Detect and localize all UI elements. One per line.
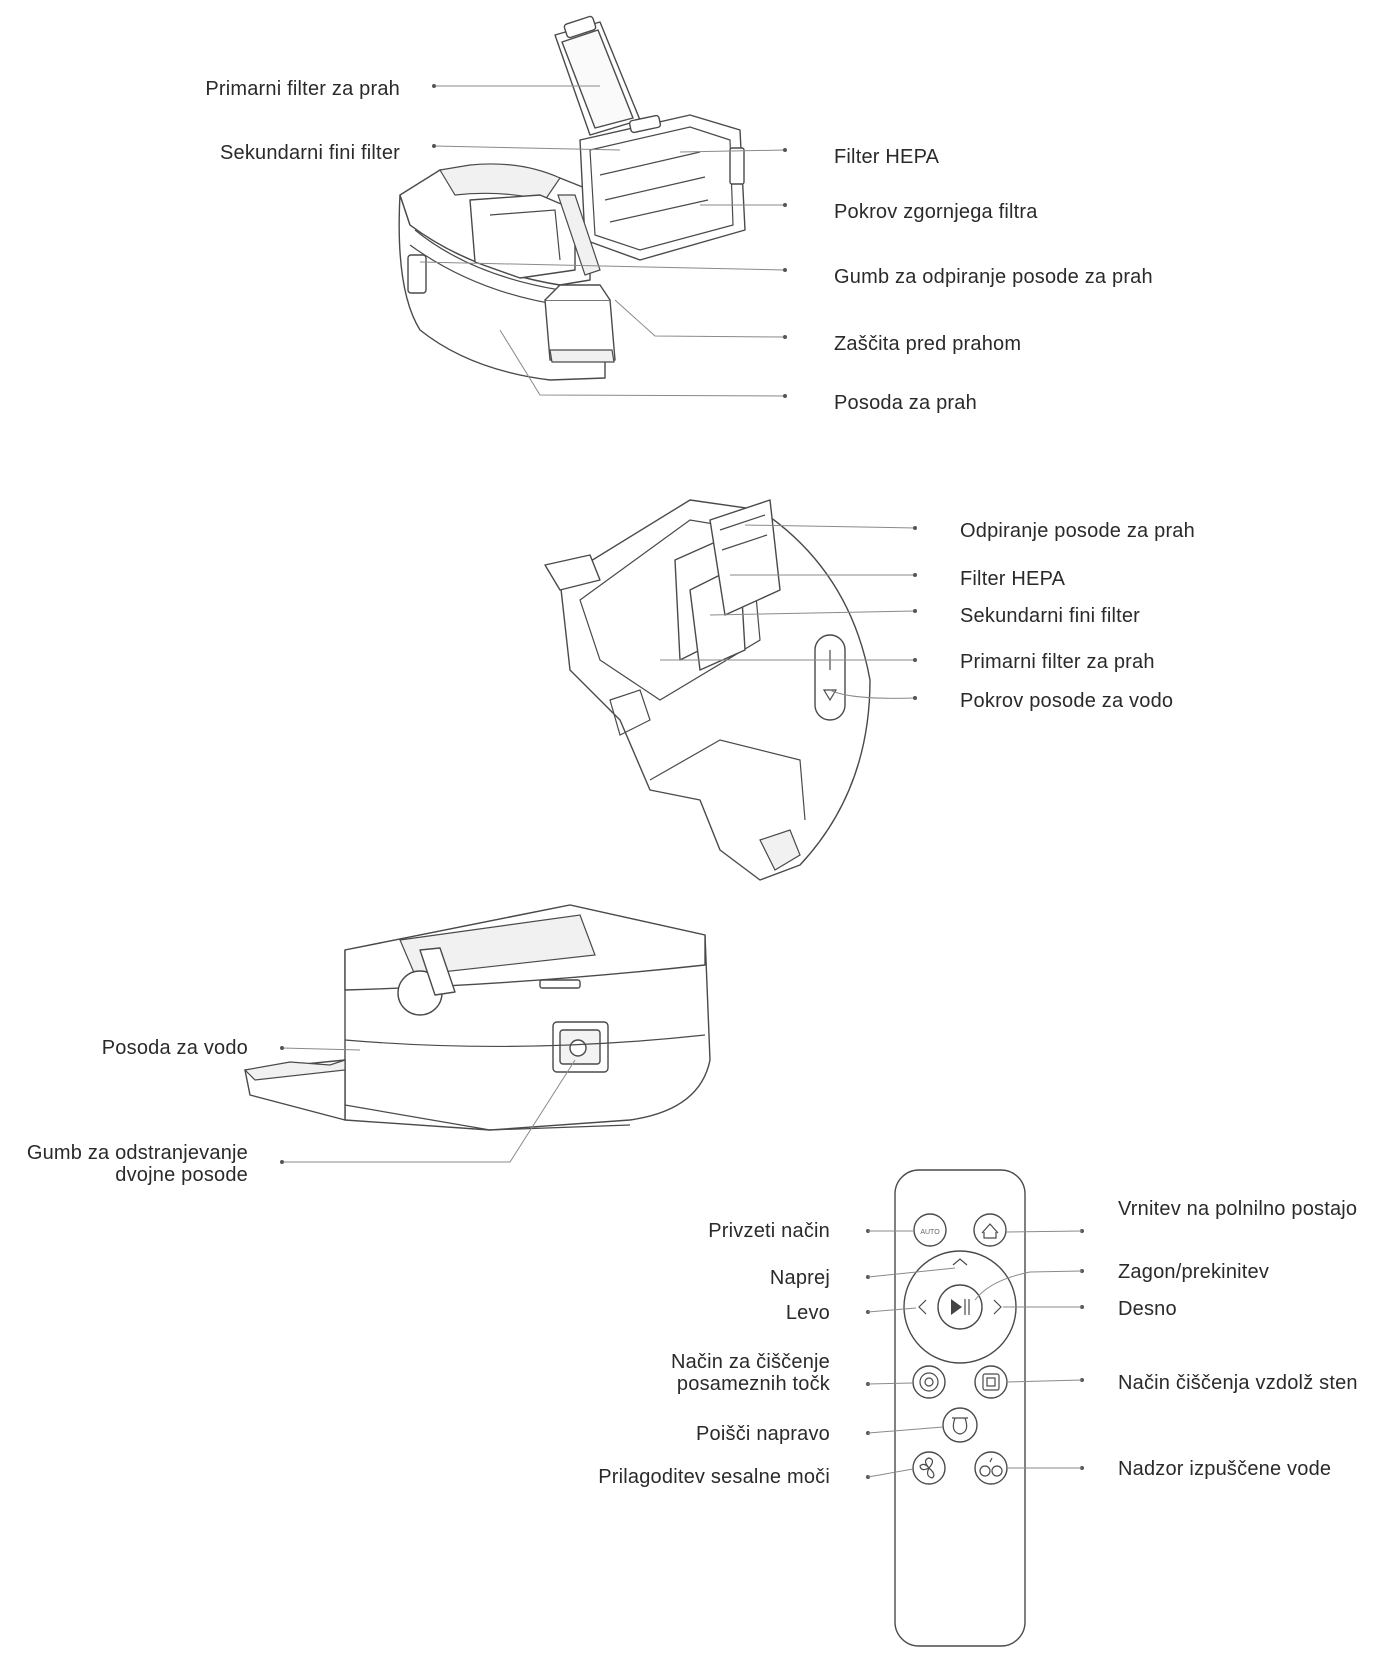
label-edge-mode: Način čiščenja vzdolž sten <box>1118 1372 1358 1394</box>
label-bin-open-button: Gumb za odpiranje posode za prah <box>834 266 1153 288</box>
label-forward: Naprej <box>770 1267 830 1289</box>
label-primary-filter-1: Primarni filter za prah <box>205 78 400 100</box>
label-primary-filter-2: Primarni filter za prah <box>960 651 1155 673</box>
label-secondary-filter-2: Sekundarni fini filter <box>960 605 1140 627</box>
label-dust-guard: Zaščita pred prahom <box>834 333 1021 355</box>
auto-button-text: AUTO <box>920 1229 940 1236</box>
label-dual-bin-release-line2: dvojne posode <box>115 1164 248 1186</box>
label-water-tank: Posoda za vodo <box>102 1037 248 1059</box>
label-hepa-filter-1: Filter HEPA <box>834 146 939 168</box>
robot-water-tank-illustration <box>245 905 710 1130</box>
robot-top-compartment-illustration <box>545 500 870 880</box>
label-left: Levo <box>786 1302 830 1324</box>
label-suction-power: Prilagoditev sesalne moči <box>598 1466 830 1488</box>
label-find-device: Poišči napravo <box>696 1423 830 1445</box>
label-secondary-filter-1: Sekundarni fini filter <box>220 142 400 164</box>
label-right: Desno <box>1118 1298 1177 1320</box>
label-bin-opening: Odpiranje posode za prah <box>960 520 1195 542</box>
label-default-mode: Privzeti način <box>708 1220 830 1242</box>
robot-open-bin-illustration <box>399 16 745 380</box>
label-water-control: Nadzor izpuščene vode <box>1118 1458 1331 1480</box>
label-start-pause: Zagon/prekinitev <box>1118 1261 1269 1283</box>
home-button-graphic <box>974 1214 1006 1246</box>
label-return-to-dock: Vrnitev na polnilno postajo <box>1118 1198 1357 1220</box>
label-spot-mode-line1: Način za čiščenje <box>671 1351 830 1373</box>
label-dual-bin-release-line1: Gumb za odstranjevanje <box>27 1142 248 1164</box>
label-spot-mode-line2: posameznih točk <box>677 1373 830 1395</box>
remote-control-illustration: AUTO <box>895 1170 1025 1646</box>
label-hepa-filter-2: Filter HEPA <box>960 568 1065 590</box>
label-dust-bin: Posoda za prah <box>834 392 977 414</box>
label-top-filter-cover: Pokrov zgornjega filtra <box>834 201 1038 223</box>
label-water-tank-cover: Pokrov posode za vodo <box>960 690 1173 712</box>
